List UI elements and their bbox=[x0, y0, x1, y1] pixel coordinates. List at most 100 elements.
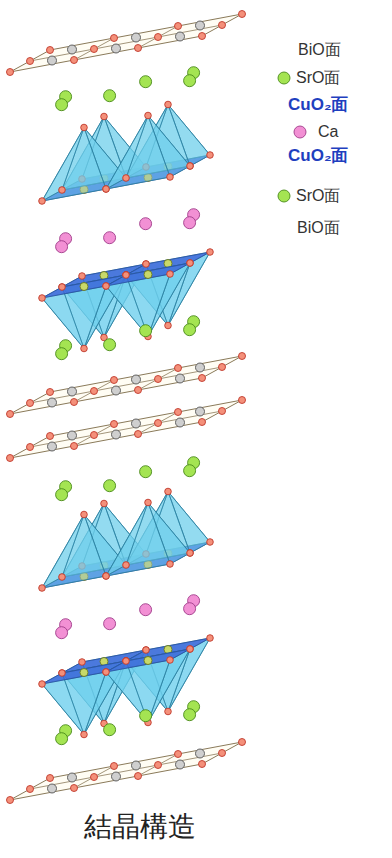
o-atom bbox=[155, 376, 162, 383]
cuo2-pyramid-layer bbox=[39, 249, 214, 352]
o-atom bbox=[27, 786, 34, 793]
o-atom bbox=[123, 272, 130, 279]
o-atom bbox=[47, 47, 54, 54]
ca-atom bbox=[56, 627, 68, 639]
o-atom bbox=[81, 124, 88, 131]
bi-atom bbox=[68, 431, 77, 440]
o-atom bbox=[165, 322, 172, 329]
o-atom bbox=[103, 573, 110, 580]
o-atom bbox=[123, 562, 130, 569]
o-atom bbox=[123, 272, 130, 279]
bio-plane bbox=[7, 739, 246, 804]
sr-atom bbox=[184, 324, 196, 336]
bi-atom bbox=[176, 374, 185, 383]
pyramid-face bbox=[42, 128, 106, 202]
o-atom bbox=[59, 187, 66, 194]
o-atom bbox=[79, 273, 86, 280]
cu-atom bbox=[80, 669, 88, 677]
bi-atom bbox=[112, 430, 121, 439]
caption: 結晶構造 bbox=[84, 810, 196, 844]
o-atom bbox=[239, 397, 246, 404]
plane-sheet bbox=[10, 400, 242, 458]
grid-line bbox=[30, 25, 222, 61]
o-atom bbox=[39, 681, 46, 688]
o-atom bbox=[91, 774, 98, 781]
bi-atom bbox=[48, 56, 57, 65]
sr-atom-layer bbox=[56, 701, 200, 745]
o-atom bbox=[123, 658, 130, 665]
o-atom bbox=[81, 345, 88, 352]
o-atom bbox=[145, 499, 152, 506]
o-atom bbox=[39, 585, 46, 592]
o-atom bbox=[71, 443, 78, 450]
pyramid-face bbox=[106, 116, 148, 190]
ca-atom bbox=[104, 618, 116, 630]
bi-atom bbox=[48, 442, 57, 451]
o-atom bbox=[103, 283, 110, 290]
o-atom bbox=[199, 419, 206, 426]
o-atom bbox=[79, 659, 86, 666]
o-atom bbox=[59, 670, 66, 677]
bi-atom bbox=[132, 761, 141, 770]
bi-atom bbox=[176, 760, 185, 769]
o-atom bbox=[219, 364, 226, 371]
o-atom bbox=[123, 175, 130, 182]
sr-atom bbox=[184, 709, 196, 721]
bi-atom bbox=[176, 32, 185, 41]
o-atom bbox=[71, 57, 78, 64]
o-atom bbox=[123, 272, 130, 279]
o-atom bbox=[175, 23, 182, 30]
bi-atom bbox=[176, 418, 185, 427]
grid-line bbox=[30, 411, 222, 447]
grid-line bbox=[138, 26, 178, 48]
o-atom bbox=[111, 35, 118, 42]
o-atom bbox=[91, 46, 98, 53]
cuo2-pyramid-layer bbox=[39, 488, 214, 591]
o-atom bbox=[165, 101, 172, 108]
o-atom bbox=[123, 658, 130, 665]
o-atom bbox=[143, 647, 150, 654]
o-atom bbox=[59, 284, 66, 291]
o-atom bbox=[187, 260, 194, 267]
ca-atom bbox=[140, 218, 152, 230]
o-atom bbox=[199, 33, 206, 40]
pyramid-base bbox=[106, 263, 190, 286]
o-atom bbox=[143, 647, 150, 654]
bi-atom bbox=[68, 387, 77, 396]
o-atom bbox=[167, 174, 174, 181]
o-atom bbox=[39, 198, 46, 205]
o-atom bbox=[165, 488, 172, 495]
o-atom bbox=[71, 399, 78, 406]
o-atom bbox=[59, 670, 66, 677]
o-atom bbox=[123, 562, 130, 569]
pyramid-face bbox=[106, 503, 170, 577]
sr-atom bbox=[56, 733, 68, 745]
sr-atom bbox=[104, 90, 116, 102]
sr-atom bbox=[104, 724, 116, 736]
o-atom bbox=[239, 11, 246, 18]
o-atom bbox=[167, 271, 174, 278]
sr-atom bbox=[56, 489, 68, 501]
bi-atom bbox=[132, 419, 141, 428]
pyramid-face bbox=[106, 116, 170, 190]
o-atom bbox=[101, 500, 108, 507]
sr-atom bbox=[184, 75, 196, 87]
bio-plane bbox=[7, 397, 246, 462]
bi-atom bbox=[132, 33, 141, 42]
o-atom bbox=[27, 444, 34, 451]
o-atom bbox=[175, 365, 182, 372]
o-atom bbox=[7, 797, 14, 804]
o-atom bbox=[123, 175, 130, 182]
o-atom bbox=[207, 152, 214, 159]
o-atom bbox=[207, 539, 214, 546]
o-atom bbox=[7, 411, 14, 418]
o-atom bbox=[59, 574, 66, 581]
o-atom bbox=[39, 295, 46, 302]
ca-atom-layer bbox=[56, 209, 200, 253]
o-atom bbox=[123, 562, 130, 569]
o-atom bbox=[207, 249, 214, 256]
cuo2-pyramid-layer bbox=[39, 635, 214, 738]
o-atom bbox=[239, 739, 246, 746]
bi-atom bbox=[68, 773, 77, 782]
